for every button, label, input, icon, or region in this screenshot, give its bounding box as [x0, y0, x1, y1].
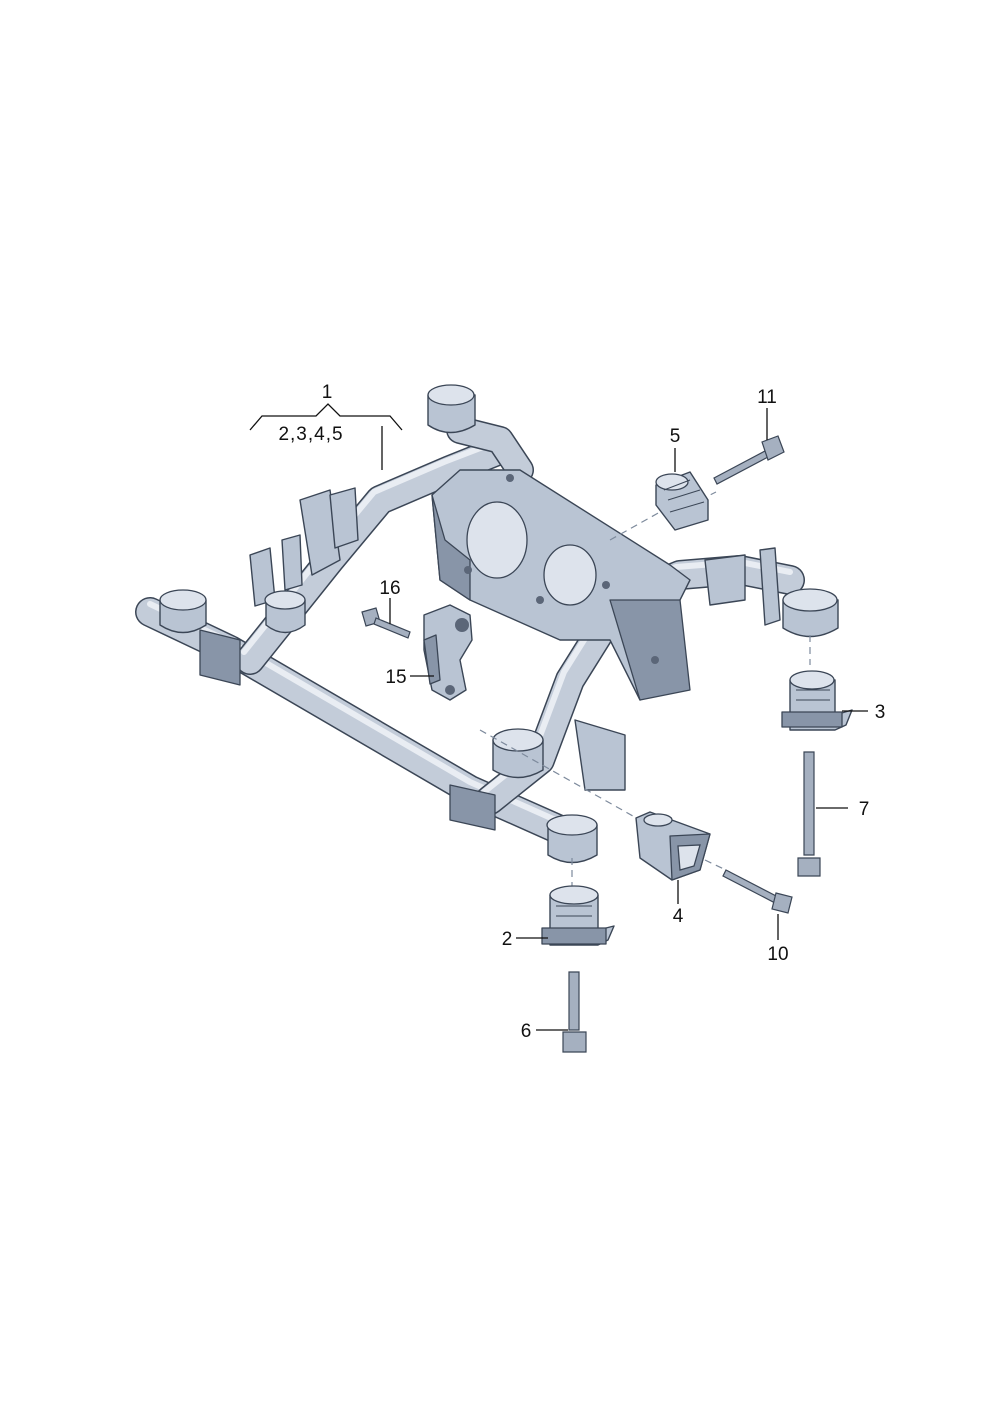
part-label-4: 4: [673, 906, 684, 927]
bolt-part-6: [562, 971, 587, 1053]
bushing-part-5: [655, 471, 709, 531]
part-label-7: 7: [859, 799, 870, 820]
bolt-part-16: [361, 607, 411, 639]
bushing-part-4: [635, 811, 711, 881]
leader-lines: [249, 403, 868, 1031]
bushing-part-3: [781, 670, 853, 731]
assembly-line-10: [704, 859, 731, 873]
bolt-part-10: [722, 869, 793, 914]
part-label-3: 3: [875, 702, 886, 723]
part-label-6: 6: [521, 1021, 532, 1042]
part-label-11: 11: [757, 387, 777, 408]
part-label-2: 2: [502, 929, 513, 950]
part-label-5: 5: [670, 426, 681, 447]
bushing-part-2: [541, 885, 615, 946]
bracket-part-15: [423, 604, 473, 701]
assembly-line-4: [479, 729, 641, 821]
bolt-part-7: [797, 751, 821, 877]
group-label: 1: [322, 382, 333, 403]
part-label-15: 15: [385, 667, 406, 688]
group-sub-label: 2,3,4,5: [278, 424, 343, 445]
assembly-line-5: [609, 511, 661, 541]
group-bracket: [249, 403, 403, 431]
part-label-10: 10: [767, 944, 788, 965]
bolt-part-11: [713, 435, 785, 485]
part-label-16: 16: [379, 578, 400, 599]
subframe: [135, 384, 839, 864]
